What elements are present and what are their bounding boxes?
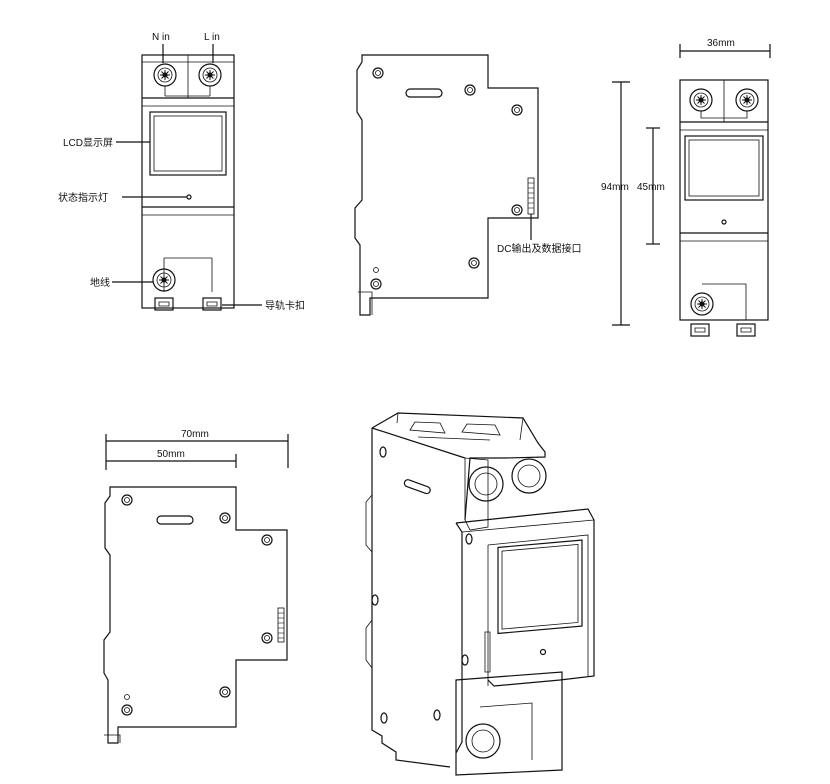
dimensioned-side-view: 70mm 50mm [103, 429, 289, 744]
iso-dc-port [484, 631, 491, 673]
side-hole-icon [511, 104, 523, 116]
side-hole-icon [464, 84, 476, 96]
status-indicator-led [186, 194, 192, 200]
dim-side-housing [103, 486, 288, 744]
dim-side-hole-icon [219, 512, 231, 524]
label-rail-clip: 导轨卡扣 [265, 299, 305, 312]
dim-side-hole-icon [261, 632, 273, 644]
isometric-view [365, 412, 595, 776]
side-view: DC输出及数据接口 [354, 54, 581, 316]
side-hole-icon [511, 204, 523, 216]
front-view: N in L in LCD显示屏 状态指示灯 地线 导轨卡扣 [58, 32, 305, 312]
dim-rail-clip-icon [690, 323, 710, 337]
label-dc-port: DC输出及数据接口 [497, 242, 581, 255]
n-terminal-screw-icon [153, 63, 177, 87]
label-depth-50mm: 50mm [157, 449, 185, 460]
label-n-in: N in [152, 32, 170, 43]
side-slot [405, 88, 443, 98]
side-hole-icon [370, 278, 382, 290]
dim-l-screw-icon [735, 88, 759, 112]
dim-side-hole-icon [261, 534, 273, 546]
dimensioned-front-view: 36mm 94mm 45mm [601, 38, 771, 337]
lcd-screen [149, 111, 227, 176]
dim-side-hole-icon [121, 704, 133, 716]
label-height-45mm: 45mm [637, 182, 665, 193]
dim-side-hole-icon [219, 686, 231, 698]
dim-rail-clip-icon [736, 323, 756, 337]
label-depth-70mm: 70mm [181, 429, 209, 440]
dim-side-hole-icon [121, 494, 133, 506]
label-ground: 地线 [90, 276, 110, 289]
iso-lcd-screen [497, 539, 583, 635]
label-l-in: L in [204, 32, 220, 43]
iso-terminal-2 [511, 458, 547, 494]
label-lcd: LCD显示屏 [63, 137, 113, 149]
dim-ground-screw-icon [690, 292, 714, 316]
label-height-94mm: 94mm [601, 182, 629, 193]
side-hole-icon [372, 67, 384, 79]
dim-n-screw-icon [689, 88, 713, 112]
side-housing [354, 54, 539, 316]
dc-port-connector [527, 177, 535, 215]
iso-ground-terminal [465, 723, 501, 759]
iso-indicator-led [539, 648, 547, 656]
l-terminal-screw-icon [198, 63, 222, 87]
label-indicator: 状态指示灯 [58, 191, 108, 204]
label-width-36mm: 36mm [707, 38, 735, 49]
side-hole-icon [468, 257, 480, 269]
iso-terminal-1 [468, 466, 504, 502]
